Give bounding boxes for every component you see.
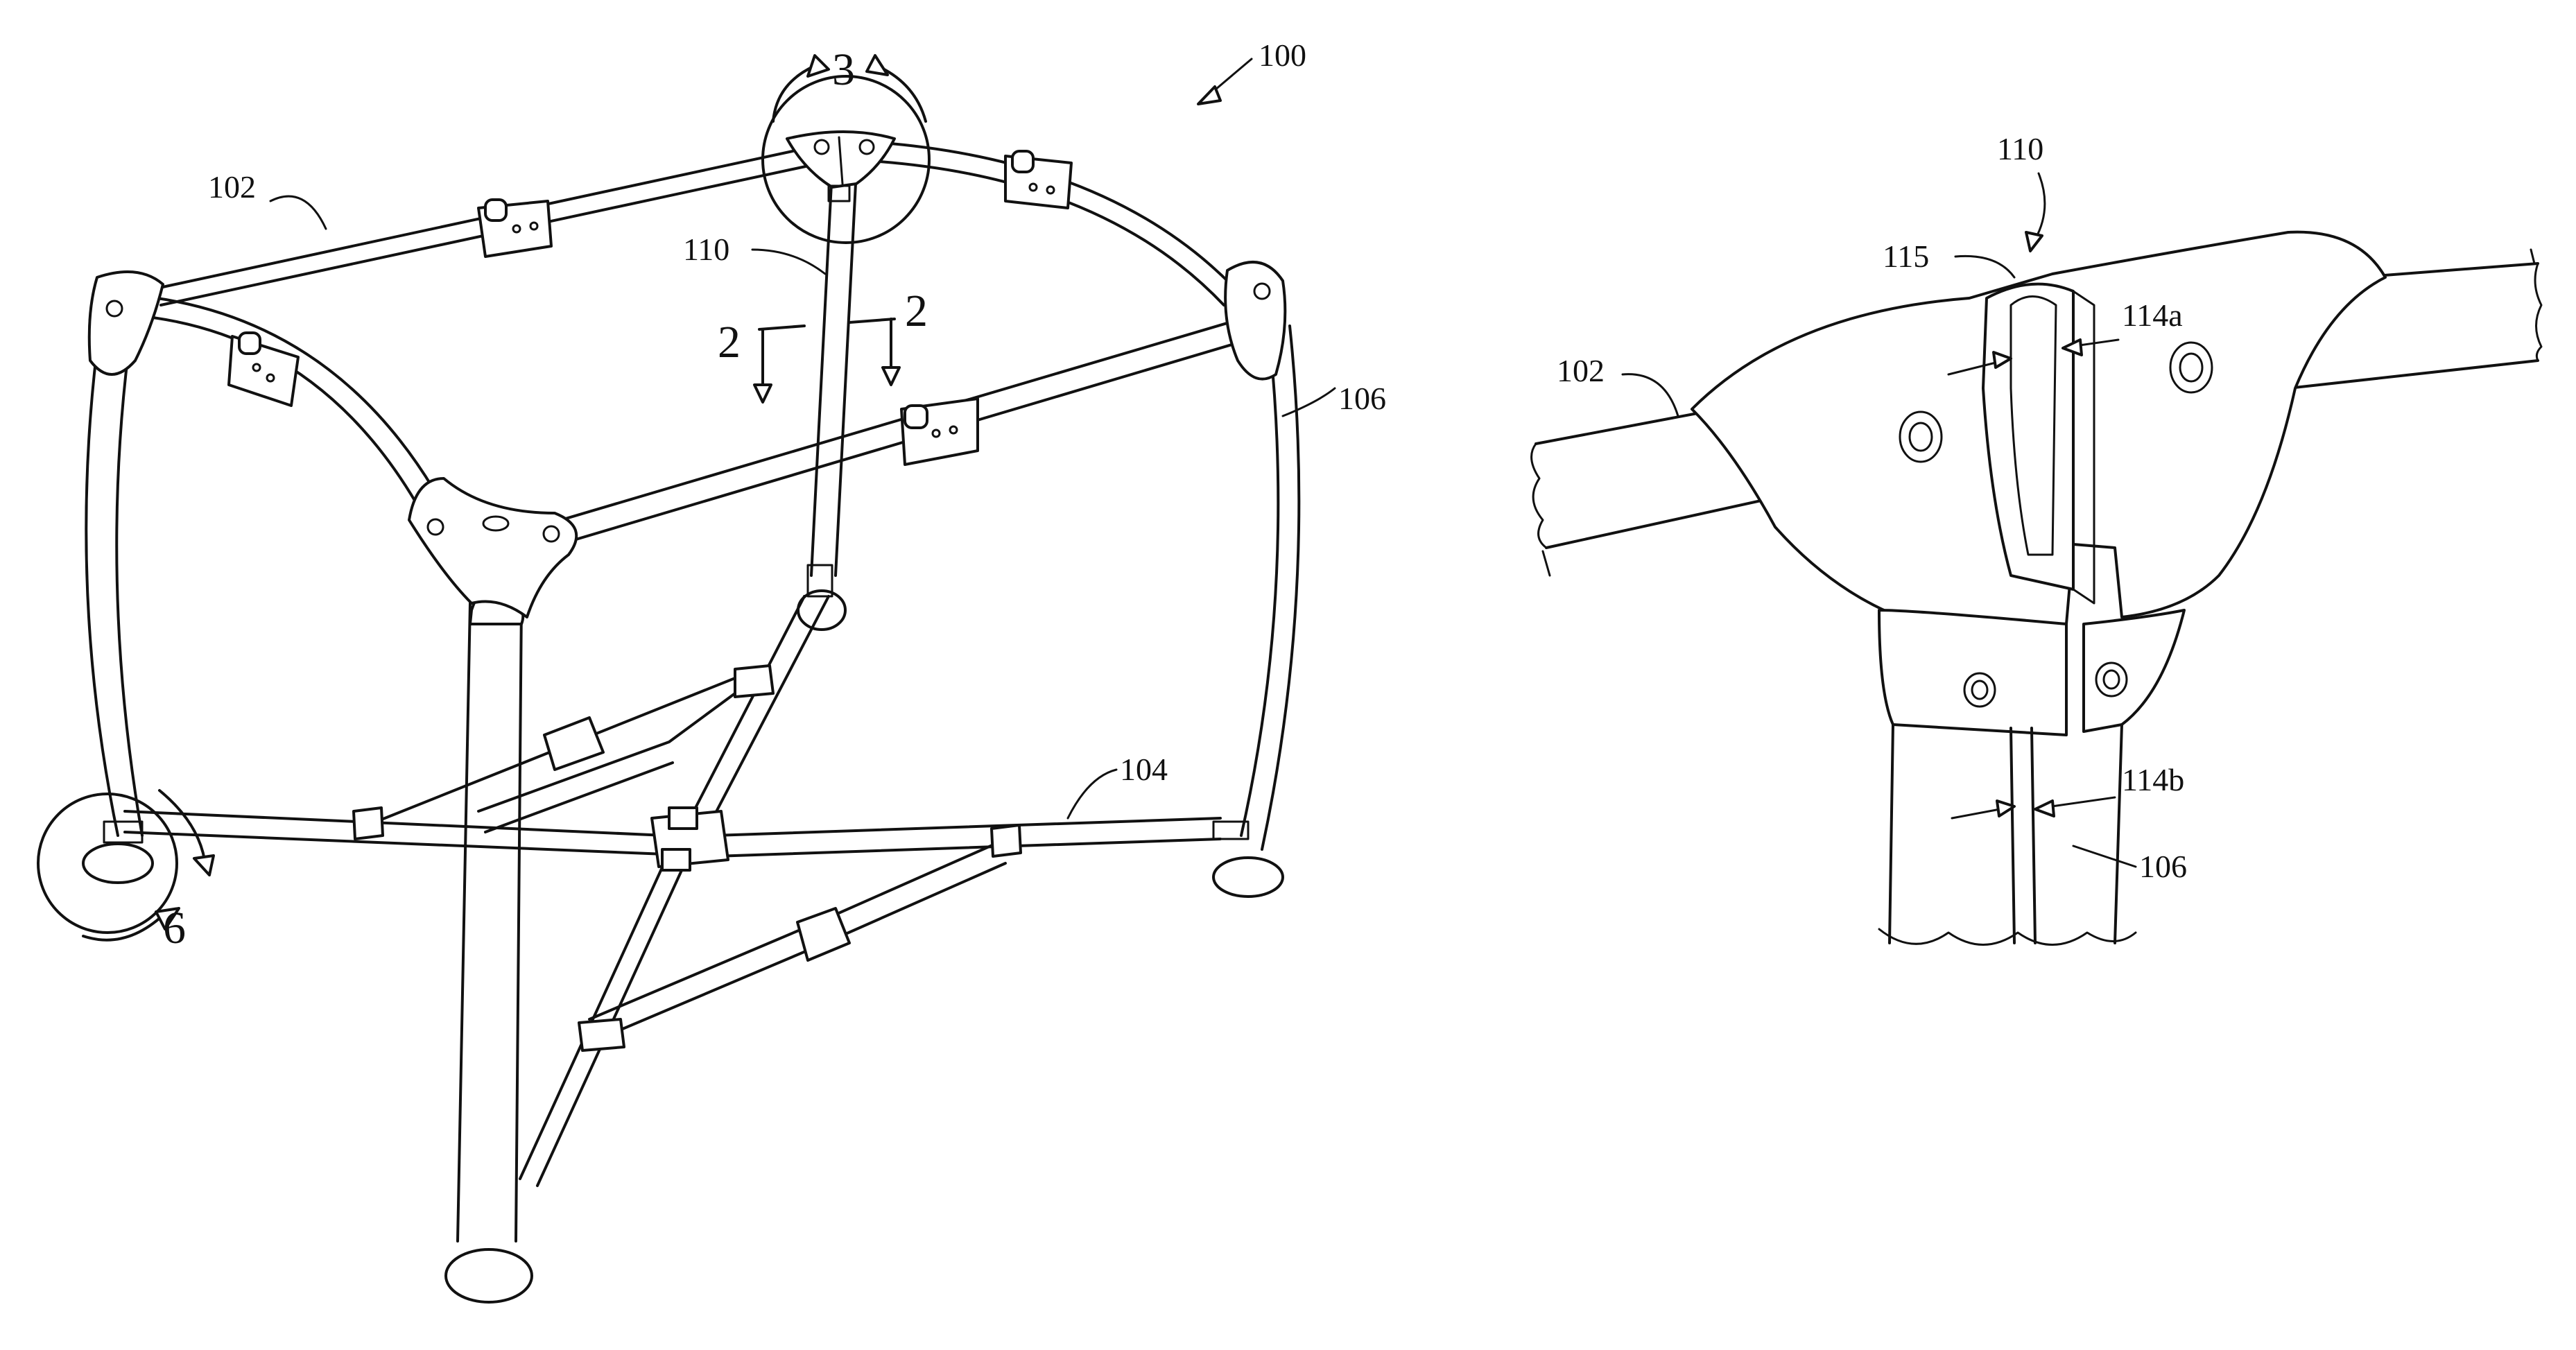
label-upper-frame: 102	[208, 169, 256, 205]
detail-label-6: 6	[163, 903, 186, 953]
hinge-back-rail	[478, 200, 551, 257]
label-upper-frame-detail: 102	[1557, 353, 1605, 388]
label-leg-detail: 106	[2139, 849, 2187, 884]
label-assembly: 100	[1259, 37, 1306, 73]
detail-hub-body	[1692, 232, 2385, 735]
front-leg	[446, 585, 532, 1302]
hinge-right-arch	[1005, 151, 1071, 208]
label-lower-frame: 104	[1120, 752, 1168, 787]
section-label-right: 2	[905, 286, 928, 336]
section-label-left: 2	[718, 317, 741, 367]
label-corner-gap-detail: 110	[1997, 131, 2043, 166]
left-leg	[83, 272, 163, 883]
hinge-front-rail	[901, 399, 978, 465]
label-corner-gap: 110	[683, 232, 729, 267]
right-leg	[1213, 262, 1299, 897]
back-leg	[798, 170, 856, 630]
front-hub	[409, 478, 576, 617]
detail-label-3: 3	[832, 44, 855, 95]
label-leg: 106	[1338, 381, 1386, 416]
corner-detail-view: 110 115 114a 102 114b 106	[1532, 131, 2541, 945]
label-inner-notch: 115	[1883, 239, 1929, 274]
label-gap-top: 114a	[2122, 297, 2183, 333]
detail-leg-106	[1879, 725, 2136, 945]
upper-frame-front-rail	[537, 319, 1248, 548]
lower-frame	[125, 596, 1220, 1186]
label-gap-bottom: 114b	[2122, 762, 2184, 797]
playard-frame-view: 3 6 2 2 100 102	[38, 37, 1386, 1302]
